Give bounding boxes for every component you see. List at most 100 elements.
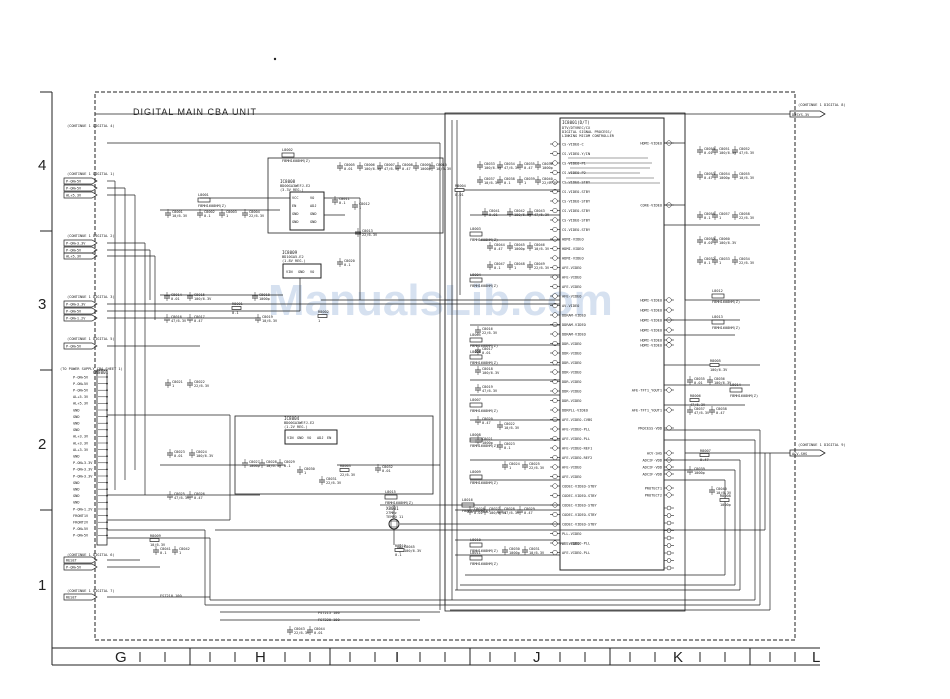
inductor-ref: L8012: [712, 289, 723, 293]
capacitor-ref: C8027: [249, 460, 260, 464]
inductor-body: [469, 555, 483, 561]
resistor-ref: R8009: [150, 534, 161, 538]
capacitor-value: 1000p: [259, 297, 270, 301]
capacitor-value: 22/6.3V: [739, 216, 755, 220]
left-net-flags: P-ON+5VP-ON+5VAL+5.3VP-ON+3.3VP-ON+5VAL+…: [63, 177, 98, 601]
regulator-ref: IC8004: [284, 416, 300, 421]
capacitor-value: 1: [179, 551, 181, 555]
net-flag: [63, 184, 98, 192]
ic-pin-marker: [666, 550, 672, 556]
inductor-value: FBMH1608HM(Z): [470, 238, 498, 242]
net-label: P-ON+5V: [66, 566, 82, 570]
capacitor-ref: C8010: [436, 163, 447, 167]
regulator-pin: VO: [310, 270, 314, 274]
capacitor-ref: C8040: [716, 487, 727, 491]
ic-pin-label: DDRPLL-VIDEO: [562, 408, 588, 412]
capacitor-ref: C8045: [404, 545, 415, 549]
connector-pin-node: [106, 428, 108, 431]
resistor-value: 0.1: [395, 553, 402, 557]
capacitor-value: 0.47: [704, 176, 713, 180]
capacitor-ref: C8023: [504, 442, 515, 446]
net-label: FS7215 100: [318, 611, 340, 615]
ic-pin-marker: [552, 293, 558, 299]
ic-pin-label: CS-VIDEO-STBY: [562, 218, 591, 222]
regulator-pin: EN: [327, 436, 331, 440]
capacitor-ref: C8014: [171, 293, 182, 297]
inductor-value: FBMH1608HM(Z): [470, 549, 498, 553]
capacitor-ref: C8043: [534, 209, 545, 213]
regulator-ic-1v2: IC8004 BD00GA3WEFJ-E2 (1.2V REG.) VIN GN…: [234, 415, 434, 495]
net-label: P-ON+1.2V: [66, 316, 86, 320]
capacitor-ref: C8056: [704, 212, 715, 216]
ic-pin-marker: [666, 543, 672, 548]
capacitor-value: 100/6.3V: [482, 371, 500, 375]
ic-pin-label: PLL-VIDEO: [562, 532, 581, 536]
regulator-part: BD00GA3WEFJ-E2: [280, 184, 310, 188]
capacitor-ref: C8013: [362, 229, 373, 233]
inductor-value: FBMH1608HM(Z): [470, 284, 498, 288]
ic-pin-label: AFE-VIDEO-PLL: [562, 427, 590, 431]
net-flag: [63, 300, 98, 308]
resistor-value: 10/6.3V: [150, 543, 166, 547]
capacitor-ref: C8035: [694, 377, 705, 381]
inductor-body: [469, 402, 483, 408]
inductor-value: FBMH1608HM(Z): [470, 562, 498, 566]
net-flag: [63, 563, 98, 571]
capacitor-value: 0.01: [694, 381, 703, 385]
ic-pin-marker: [552, 511, 558, 518]
capacitor-value: 0.1: [204, 214, 211, 218]
capacitor-ref: C8020: [344, 259, 355, 263]
inductor-ref: L8014: [730, 383, 741, 387]
ic-pin-label: HDMI-VIDEO: [562, 237, 584, 241]
capacitor-value: 100/6.3V: [514, 213, 532, 217]
capacitor-ref: C8043: [294, 627, 305, 631]
resistor-value: 47/6.3V: [690, 403, 706, 407]
ic-pin-marker: [552, 445, 558, 451]
capacitor-ref: C8032: [382, 465, 393, 469]
capacitor-ref: C8060: [719, 237, 730, 241]
net-flag: [63, 191, 98, 199]
pll-label: PLL-VIDEO: [560, 542, 579, 546]
ic-pin-marker: [552, 530, 558, 537]
capacitor-value: 47/6.3V: [694, 411, 710, 415]
capacitor-ref: C8012: [359, 202, 370, 206]
resistor-body: [709, 363, 720, 367]
capacitor-value: 0.01: [314, 631, 323, 635]
net-label: P-ON+5V: [66, 309, 82, 313]
capacitor-ref: C8002: [204, 210, 215, 214]
capacitor-value: 0.01: [474, 511, 483, 515]
ic-pin-label: DDR-VIDEO: [562, 342, 581, 346]
capacitor-value: 1: [226, 214, 228, 218]
net-label: P-ON+5V: [66, 344, 82, 348]
main-ic-part: DTV/DTVREC/CX: [562, 126, 591, 130]
capacitor-ref: C8029: [284, 460, 295, 464]
crystal-value: 27MHz: [386, 511, 397, 515]
ic-pin-marker: [666, 535, 672, 541]
connector-pin-label: AL+5.3V: [73, 395, 89, 399]
ic-pin-marker: [666, 297, 672, 303]
inductor-ref: L8013: [712, 315, 723, 319]
capacitor-ref: C8048: [514, 262, 525, 266]
connector-pin-label: AL+3.3V: [73, 441, 89, 445]
capacitor-ref: C8008: [402, 163, 413, 167]
capacitor-ref: C8034: [739, 257, 750, 261]
capacitor-value: 0.47: [194, 496, 203, 500]
connector-pin-node: [106, 435, 108, 438]
ic-pin-label: HDMI-VIDEO: [640, 298, 662, 302]
capacitor-value: 22/6.3V: [529, 466, 545, 470]
ic-pin-marker: [552, 492, 558, 499]
connector-pin-node: [106, 448, 108, 451]
grid-row-label: 1: [38, 577, 46, 594]
ic-pin-label: DDRAM-VIDEO: [562, 323, 586, 327]
capacitor-value: 0.47: [716, 411, 725, 415]
ic-pin-label: AV-VIDEO: [562, 304, 579, 308]
capacitor-ref: C8046: [534, 243, 545, 247]
capacitor-ref: C8032: [704, 257, 715, 261]
resistor-ref: R8010: [395, 544, 406, 548]
resistor-body: [689, 398, 700, 402]
connector-pin-label: FRONT2V: [73, 521, 89, 525]
grid-col-label: L: [812, 649, 820, 666]
ic-pin-marker: [666, 471, 672, 477]
grid-row-label: 4: [38, 157, 46, 174]
resistor-body: [317, 314, 328, 318]
